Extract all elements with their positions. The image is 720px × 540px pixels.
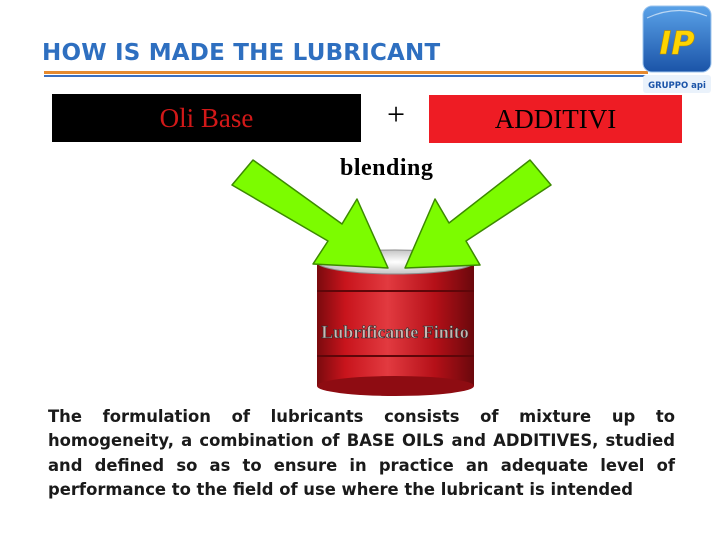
logo-subtext: GRUPPO api [648,81,706,91]
left-arrow-icon [231,159,389,269]
blending-label: blending [340,155,434,181]
title-underline-orange [44,71,648,74]
base-oil-label: Oli Base [159,102,254,133]
logo-mark: IP [659,24,695,62]
finished-lubricant-label: Lubrificante Finito [321,322,469,343]
description-paragraph: The formulation of lubricants consists o… [48,407,675,500]
additives-label: ADDITIVI [494,103,617,134]
right-arrow-icon [404,159,552,269]
drum-icon [316,249,475,396]
page-title: HOW IS MADE THE LUBRICANT [42,40,441,66]
title-underline-blue [44,75,648,77]
base-oil-box: Oli Base [52,94,361,142]
additives-box: ADDITIVI [429,95,682,143]
plus-sign: + [386,96,406,132]
ip-logo: IP GRUPPO api [642,5,712,93]
